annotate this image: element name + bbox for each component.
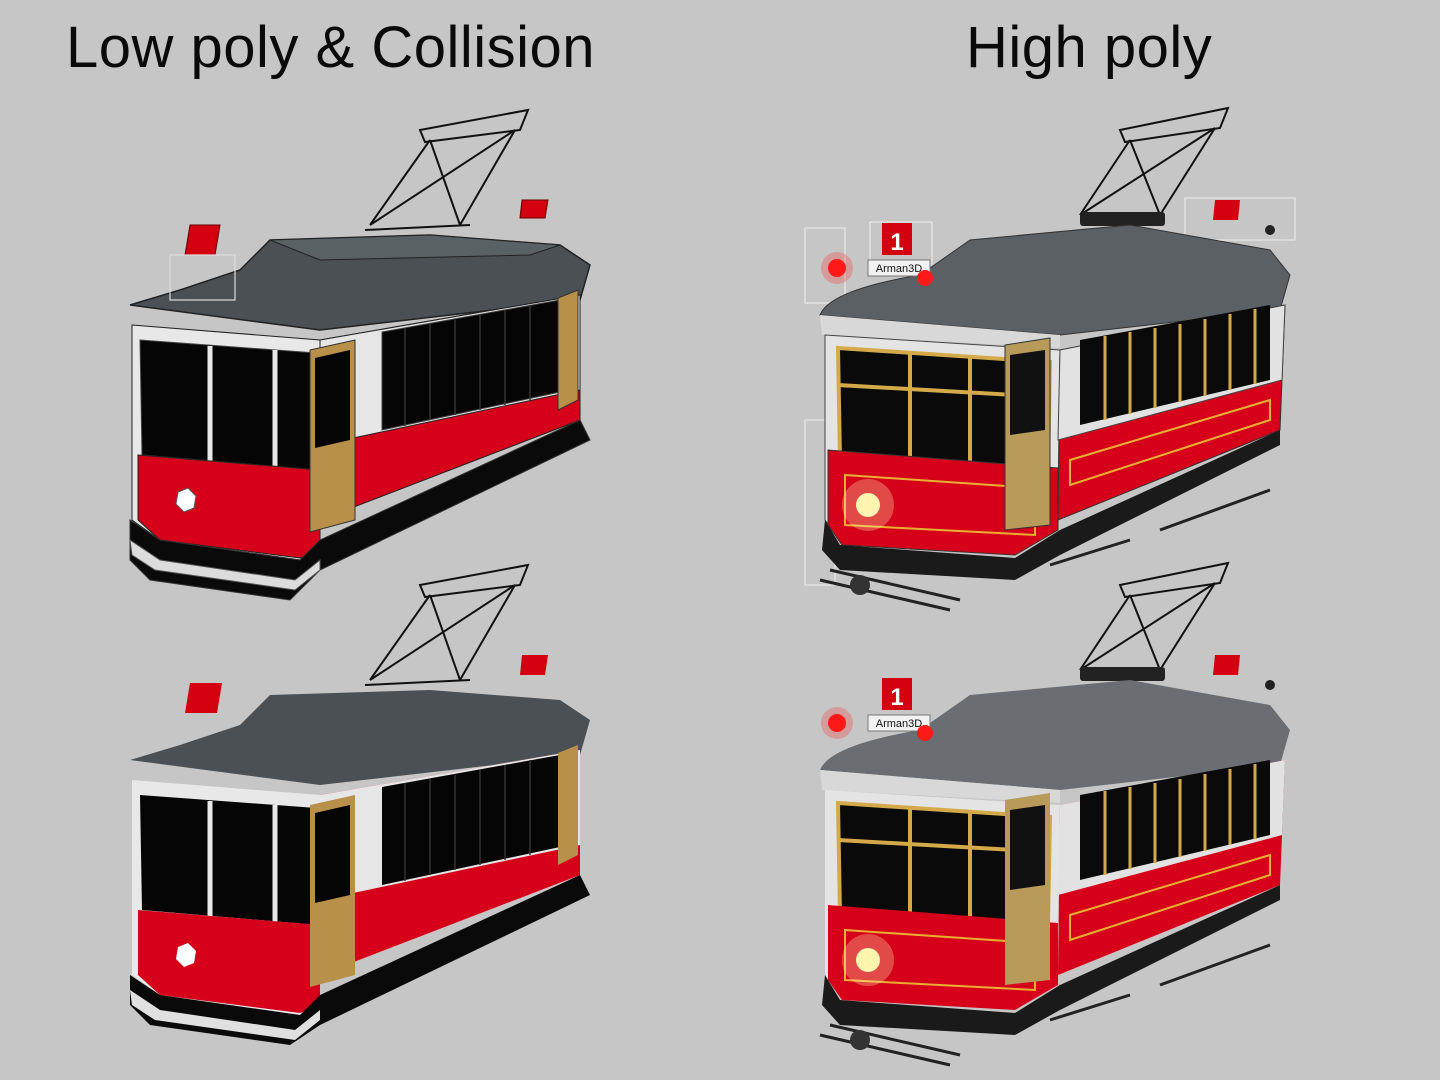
headlight xyxy=(856,948,880,972)
roof-lamp-left xyxy=(185,683,222,713)
headlight xyxy=(856,493,880,517)
high-poly-tram-textured: 1 Arman3D xyxy=(800,555,1300,1075)
low-poly-tram-graphic xyxy=(129,108,591,601)
roof xyxy=(819,224,1291,336)
marker-lamp-right xyxy=(917,270,933,286)
low-poly-tram-wireframe xyxy=(120,100,600,610)
route-number: 1 xyxy=(890,229,903,256)
marker-lamp-left xyxy=(828,714,846,732)
route-number: 1 xyxy=(890,684,903,711)
marker-lamp-left xyxy=(828,259,846,277)
high-poly-tram-textured-graphic: 1 Arman3D xyxy=(819,561,1290,1067)
roof xyxy=(820,680,1290,790)
roof-lamp-right xyxy=(519,199,549,219)
roof xyxy=(130,690,590,785)
pantograph xyxy=(364,108,530,231)
route-number-sign xyxy=(882,678,912,710)
roof-lamp-right xyxy=(520,655,548,675)
front-headlight xyxy=(176,943,196,967)
roof-lamp-rear xyxy=(1213,655,1240,675)
front-red-panel xyxy=(138,910,320,1013)
roof-lamp-rear xyxy=(1213,200,1240,220)
front-red-panel xyxy=(828,905,1058,1010)
pantograph xyxy=(1079,561,1230,671)
low-poly-tram-shaded-graphic xyxy=(130,563,590,1045)
low-poly-tram-shaded xyxy=(120,555,600,1045)
high-poly-tram-wireframe: 1 Arman3D xyxy=(800,100,1300,620)
pantograph xyxy=(1079,106,1230,216)
route-number-sign xyxy=(882,223,912,255)
marker-lamp-right xyxy=(917,725,933,741)
high-poly-tram-graphic: 1 Arman3D xyxy=(804,106,1296,612)
low-poly-title: Low poly & Collision xyxy=(66,15,596,80)
front-headlight xyxy=(175,487,197,513)
route-sign-text: Arman3D xyxy=(876,718,923,730)
route-sign-text: Arman3D xyxy=(876,263,923,275)
high-poly-title: High poly xyxy=(966,15,1213,80)
pantograph xyxy=(364,563,530,686)
roof-lamp-left xyxy=(184,224,221,256)
